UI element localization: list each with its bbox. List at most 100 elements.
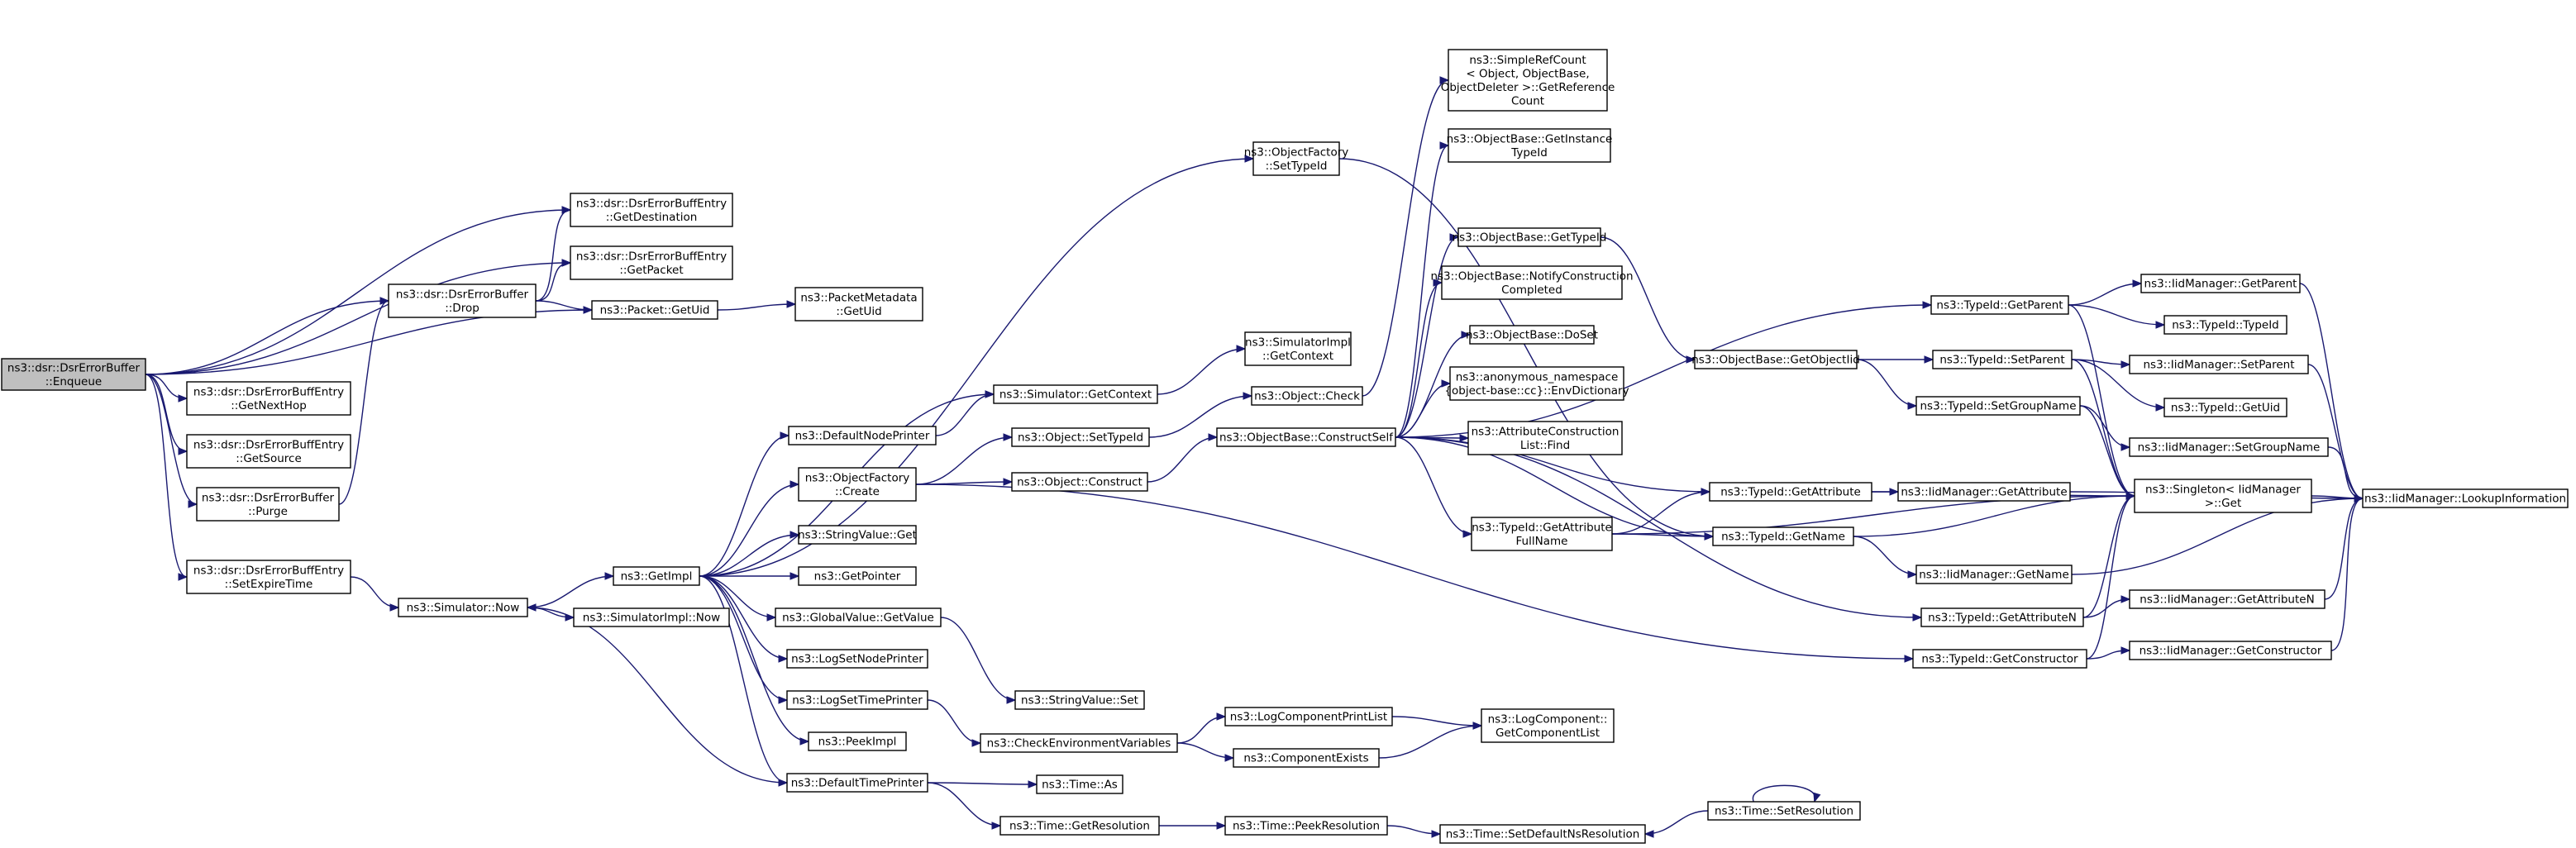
- edge-ns3-typeid-setgroupname-to-ns3-singleton-iidmanager-get: [2079, 405, 2136, 500]
- edge-ns3-dsr-dsrerrorbuffer-enqueue-to-ns3-dsr-dsrerrorbuffentry-setexpiretime: [145, 374, 188, 581]
- node-ns3-iidmanager-getname[interactable]: ns3::IidManager::GetName: [1915, 565, 2073, 584]
- node-ns3-packet-getuid[interactable]: ns3::Packet::GetUid: [591, 300, 718, 320]
- node-ns3-iidmanager-setgroupname[interactable]: ns3::IidManager::SetGroupName: [2129, 437, 2329, 457]
- node-ns3-objectfactory-settypeid[interactable]: ns3::ObjectFactory::SetTypeId: [1244, 141, 1349, 176]
- edge-ns3-simulator-getcontext-to-ns3-simulatorimpl-getcontext: [1157, 345, 1247, 395]
- arrow-head-icon: [1224, 754, 1235, 762]
- node-ns3-dsr-dsrerrorbuffer-drop[interactable]: ns3::dsr::DsrErrorBuffer::Drop: [388, 283, 537, 318]
- node-label: ns3::ObjectBase::GetTypeId: [1453, 231, 1607, 245]
- node-ns3-anonymous-namespace-object-base-cc-envdictionary[interactable]: ns3::anonymous_namespace{object-base::cc…: [1444, 366, 1629, 401]
- node-ns3-logcomponentprintlist[interactable]: ns3::LogComponentPrintList: [1224, 707, 1393, 727]
- node-ns3-defaulttimeprinter[interactable]: ns3::DefaultTimePrinter: [786, 773, 928, 793]
- node-ns3-objectbase-notifyconstruction-completed[interactable]: ns3::ObjectBase::NotifyConstructionCompl…: [1430, 265, 1634, 300]
- node-ns3-typeid-getattribute[interactable]: ns3::TypeId::GetAttribute: [1709, 482, 1872, 502]
- node-ns3-iidmanager-getattributen[interactable]: ns3::IidManager::GetAttributeN: [2129, 589, 2326, 609]
- node-ns3-dsr-dsrerrorbuffer-enqueue[interactable]: ns3::dsr::DsrErrorBuffer::Enqueue: [1, 358, 146, 391]
- node-ns3-componentexists[interactable]: ns3::ComponentExists: [1233, 748, 1380, 768]
- node-ns3-globalvalue-getvalue[interactable]: ns3::GlobalValue::GetValue: [775, 607, 942, 627]
- node-ns3-object-settypeid[interactable]: ns3::Object::SetTypeId: [1011, 427, 1150, 447]
- node-label: ns3::TypeId::GetName: [1721, 531, 1845, 544]
- edge-ns3-objectbase-constructself-to-ns3-objectbase-notifyconstruction-completed: [1395, 279, 1443, 438]
- node-ns3-checkenvironmentvariables[interactable]: ns3::CheckEnvironmentVariables: [980, 733, 1178, 753]
- edge-ns3-time-getresolution-to-ns3-time-peekresolution: [1159, 822, 1227, 830]
- arrow-head-icon: [778, 696, 789, 704]
- node-ns3-typeid-getattributen[interactable]: ns3::TypeId::GetAttributeN: [1920, 607, 2084, 627]
- arrow-head-icon: [188, 500, 198, 508]
- node-ns3-object-check[interactable]: ns3::Object::Check: [1251, 386, 1363, 406]
- edge-line: [2299, 283, 2364, 499]
- node-ns3-simulatorimpl-getcontext[interactable]: ns3::SimulatorImpl::GetContext: [1244, 331, 1352, 366]
- node-box: [2163, 315, 2287, 335]
- node-ns3-getimpl[interactable]: ns3::GetImpl: [613, 566, 700, 586]
- node-ns3-typeid-setgroupname[interactable]: ns3::TypeId::SetGroupName: [1915, 396, 2081, 416]
- node-ns3-packetmetadata-getuid[interactable]: ns3::PacketMetadata::GetUid: [794, 287, 923, 322]
- node-ns3-objectbase-getobjectiid[interactable]: ns3::ObjectBase::GetObjectIid: [1691, 350, 1860, 369]
- node-ns3-typeid-getname[interactable]: ns3::TypeId::GetName: [1712, 526, 1854, 546]
- node-ns3-objectbase-doset[interactable]: ns3::ObjectBase::DoSet: [1466, 325, 1598, 345]
- node-ns3-iidmanager-getconstructor[interactable]: ns3::IidManager::GetConstructor: [2129, 641, 2332, 660]
- node-ns3-dsr-dsrerrorbuffentry-getsource[interactable]: ns3::dsr::DsrErrorBuffEntry::GetSource: [186, 434, 351, 469]
- node-ns3-dsr-dsrerrorbuffentry-setexpiretime[interactable]: ns3::dsr::DsrErrorBuffEntry::SetExpireTi…: [186, 560, 351, 594]
- node-ns3-defaultnodeprinter[interactable]: ns3::DefaultNodePrinter: [788, 426, 937, 445]
- node-ns3-object-construct[interactable]: ns3::Object::Construct: [1011, 472, 1148, 492]
- node-ns3-dsr-dsrerrorbuffentry-getdestination[interactable]: ns3::dsr::DsrErrorBuffEntry::GetDestinat…: [570, 193, 733, 227]
- edge-line: [1391, 716, 1482, 727]
- edge-ns3-iidmanager-getparent-to-ns3-iidmanager-lookupinformation: [2299, 283, 2364, 503]
- edge-ns3-typeid-getconstructor-to-ns3-singleton-iidmanager-get: [2086, 492, 2136, 660]
- edge-line: [2079, 405, 2135, 497]
- node-ns3-time-setdefaultnsresolution[interactable]: ns3::Time::SetDefaultNsResolution: [1439, 824, 1646, 844]
- edge-ns3-dsr-dsrerrorbuffer-enqueue-to-ns3-dsr-dsrerrorbuffer-drop: [145, 297, 390, 375]
- node-ns3-typeid-getparent[interactable]: ns3::TypeId::GetParent: [1930, 295, 2069, 315]
- node-ns3-stringvalue-set[interactable]: ns3::StringValue::Set: [1014, 690, 1145, 710]
- edge-ns3-typeid-getattribute-fullname-to-ns3-typeid-getattribute: [1611, 488, 1711, 535]
- edge-ns3-objectfactory-create-to-ns3-typeid-getconstructor: [915, 484, 1915, 663]
- node-ns3-simulator-now[interactable]: ns3::Simulator::Now: [398, 598, 528, 617]
- node-ns3-objectbase-constructself[interactable]: ns3::ObjectBase::ConstructSelf: [1216, 427, 1396, 447]
- node-ns3-logsetnodeprinter[interactable]: ns3::LogSetNodePrinter: [786, 649, 928, 669]
- node-ns3-time-as[interactable]: ns3::Time::As: [1036, 774, 1123, 794]
- node-ns3-logcomponent-getcomponentlist[interactable]: ns3::LogComponent::GetComponentList: [1481, 708, 1615, 743]
- arrow-head-icon: [1813, 792, 1821, 803]
- arrow-head-icon: [789, 531, 800, 539]
- node-ns3-typeid-setparent[interactable]: ns3::TypeId::SetParent: [1932, 350, 2073, 369]
- node-ns3-typeid-getconstructor[interactable]: ns3::TypeId::GetConstructor: [1912, 649, 2087, 669]
- node-ns3-typeid-typeid[interactable]: ns3::TypeId::TypeId: [2163, 315, 2287, 335]
- node-ns3-iidmanager-getattribute[interactable]: ns3::IidManager::GetAttribute: [1897, 482, 2071, 502]
- edge-line: [699, 534, 799, 577]
- node-ns3-time-peekresolution[interactable]: ns3::Time::PeekResolution: [1224, 816, 1388, 836]
- node-label: ns3::TypeId::GetAttributeN: [1928, 612, 2077, 625]
- arrow-head-icon: [789, 572, 800, 580]
- node-label: ns3::IidManager::GetAttribute: [1901, 486, 2067, 499]
- node-ns3-dsr-dsrerrorbuffer-purge[interactable]: ns3::dsr::DsrErrorBuffer::Purge: [196, 487, 340, 522]
- node-label: ns3::Time::SetResolution: [1715, 805, 1853, 818]
- node-ns3-peekimpl[interactable]: ns3::PeekImpl: [808, 731, 907, 751]
- node-ns3-singleton-iidmanager-get[interactable]: ns3::Singleton< IidManager>::Get: [2134, 479, 2312, 513]
- node-ns3-dsr-dsrerrorbuffentry-getpacket[interactable]: ns3::dsr::DsrErrorBuffEntry::GetPacket: [570, 245, 733, 280]
- node-label: ns3::ObjectBase::ConstructSelf: [1219, 431, 1394, 445]
- node-ns3-time-getresolution[interactable]: ns3::Time::GetResolution: [999, 816, 1160, 836]
- node-ns3-logsettimeprinter[interactable]: ns3::LogSetTimePrinter: [786, 690, 928, 710]
- node-ns3-typeid-getuid[interactable]: ns3::TypeId::GetUid: [2163, 398, 2287, 417]
- edge-ns3-logsettimeprinter-to-ns3-checkenvironmentvariables: [927, 699, 982, 747]
- node-ns3-objectfactory-create[interactable]: ns3::ObjectFactory::Create: [798, 467, 917, 502]
- node-ns3-iidmanager-getparent[interactable]: ns3::IidManager::GetParent: [2140, 274, 2301, 293]
- node-ns3-stringvalue-get[interactable]: ns3::StringValue::Get: [798, 525, 917, 545]
- node-ns3-simplerefcount-object-objectbase-objectdeleter-getreference-count[interactable]: ns3::SimpleRefCount< Object, ObjectBase,…: [1441, 49, 1615, 112]
- node-ns3-objectbase-gettypeid[interactable]: ns3::ObjectBase::GetTypeId: [1453, 227, 1607, 247]
- node-ns3-iidmanager-setparent[interactable]: ns3::IidManager::SetParent: [2129, 355, 2309, 374]
- arrow-head-icon: [1433, 279, 1443, 287]
- node-ns3-time-setresolution[interactable]: ns3::Time::SetResolution: [1707, 801, 1861, 821]
- node-ns3-getpointer[interactable]: ns3::GetPointer: [798, 566, 917, 586]
- node-label: ::SetExpireTime: [225, 578, 313, 591]
- edge-line: [915, 484, 1914, 660]
- node-ns3-simulatorimpl-now[interactable]: ns3::SimulatorImpl::Now: [573, 607, 730, 627]
- node-ns3-dsr-dsrerrorbuffentry-getnexthop[interactable]: ns3::dsr::DsrErrorBuffEntry::GetNextHop: [186, 381, 351, 416]
- node-ns3-iidmanager-lookupinformation[interactable]: ns3::IidManager::LookupInformation: [2362, 488, 2569, 508]
- node-label: FullName: [1516, 535, 1568, 548]
- edge-line: [1600, 236, 1696, 360]
- node-ns3-simulator-getcontext[interactable]: ns3::Simulator::GetContext: [993, 384, 1158, 404]
